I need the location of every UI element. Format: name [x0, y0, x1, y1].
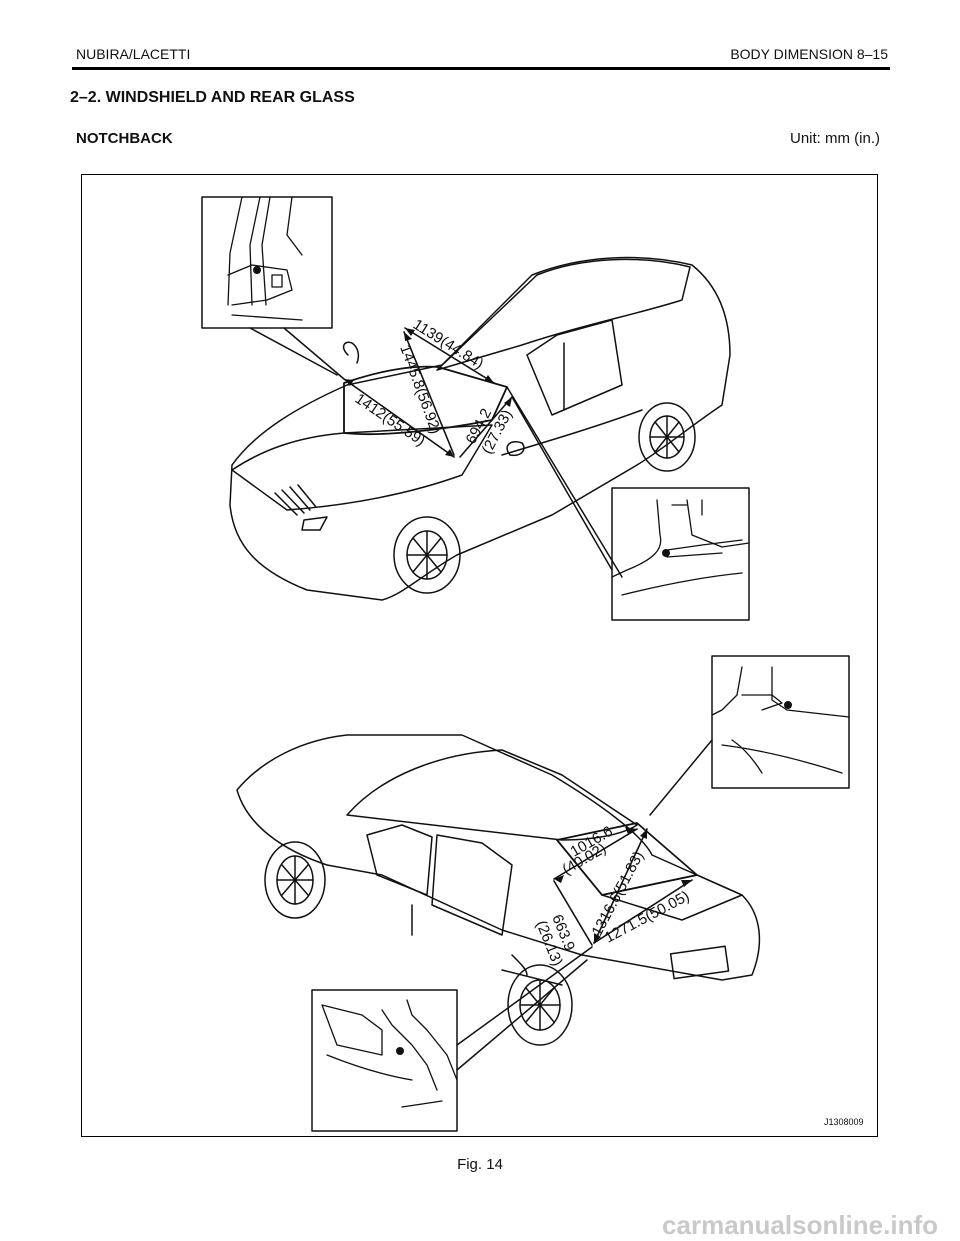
header-rule: [72, 67, 890, 70]
subtitle: NOTCHBACK: [76, 130, 173, 147]
inset-rear-right: [711, 655, 850, 789]
figure-caption: Fig. 14: [457, 1156, 503, 1173]
rear-arrowheads: [554, 827, 692, 943]
front-arrowheads: [344, 328, 512, 457]
figure-frame: 1139(44.84) 1445.8(56.92) 1412(55.59) 69…: [81, 174, 878, 1137]
front-car-drawing: [229, 256, 731, 601]
dim-front-1139: 1139(44.84): [410, 316, 487, 373]
header-right: BODY DIMENSION 8–15: [730, 46, 888, 62]
watermark: carmanualsonline.info: [662, 1210, 938, 1240]
figure-code: J1308009: [824, 1117, 864, 1127]
rear-dimension-lines: [553, 828, 693, 946]
figure-illustration: 1139(44.84) 1445.8(56.92) 1412(55.59) 69…: [201, 196, 864, 1132]
rear-car-drawing: [236, 734, 761, 1046]
inset-front-right: [611, 487, 750, 621]
header-left: NUBIRA/LACETTI: [76, 46, 191, 62]
units-label: Unit: mm (in.): [790, 130, 880, 147]
front-dimension-lines: [343, 327, 513, 458]
inset-rear-left: [311, 989, 458, 1132]
section-title: 2–2. WINDSHIELD AND REAR GLASS: [70, 89, 355, 106]
